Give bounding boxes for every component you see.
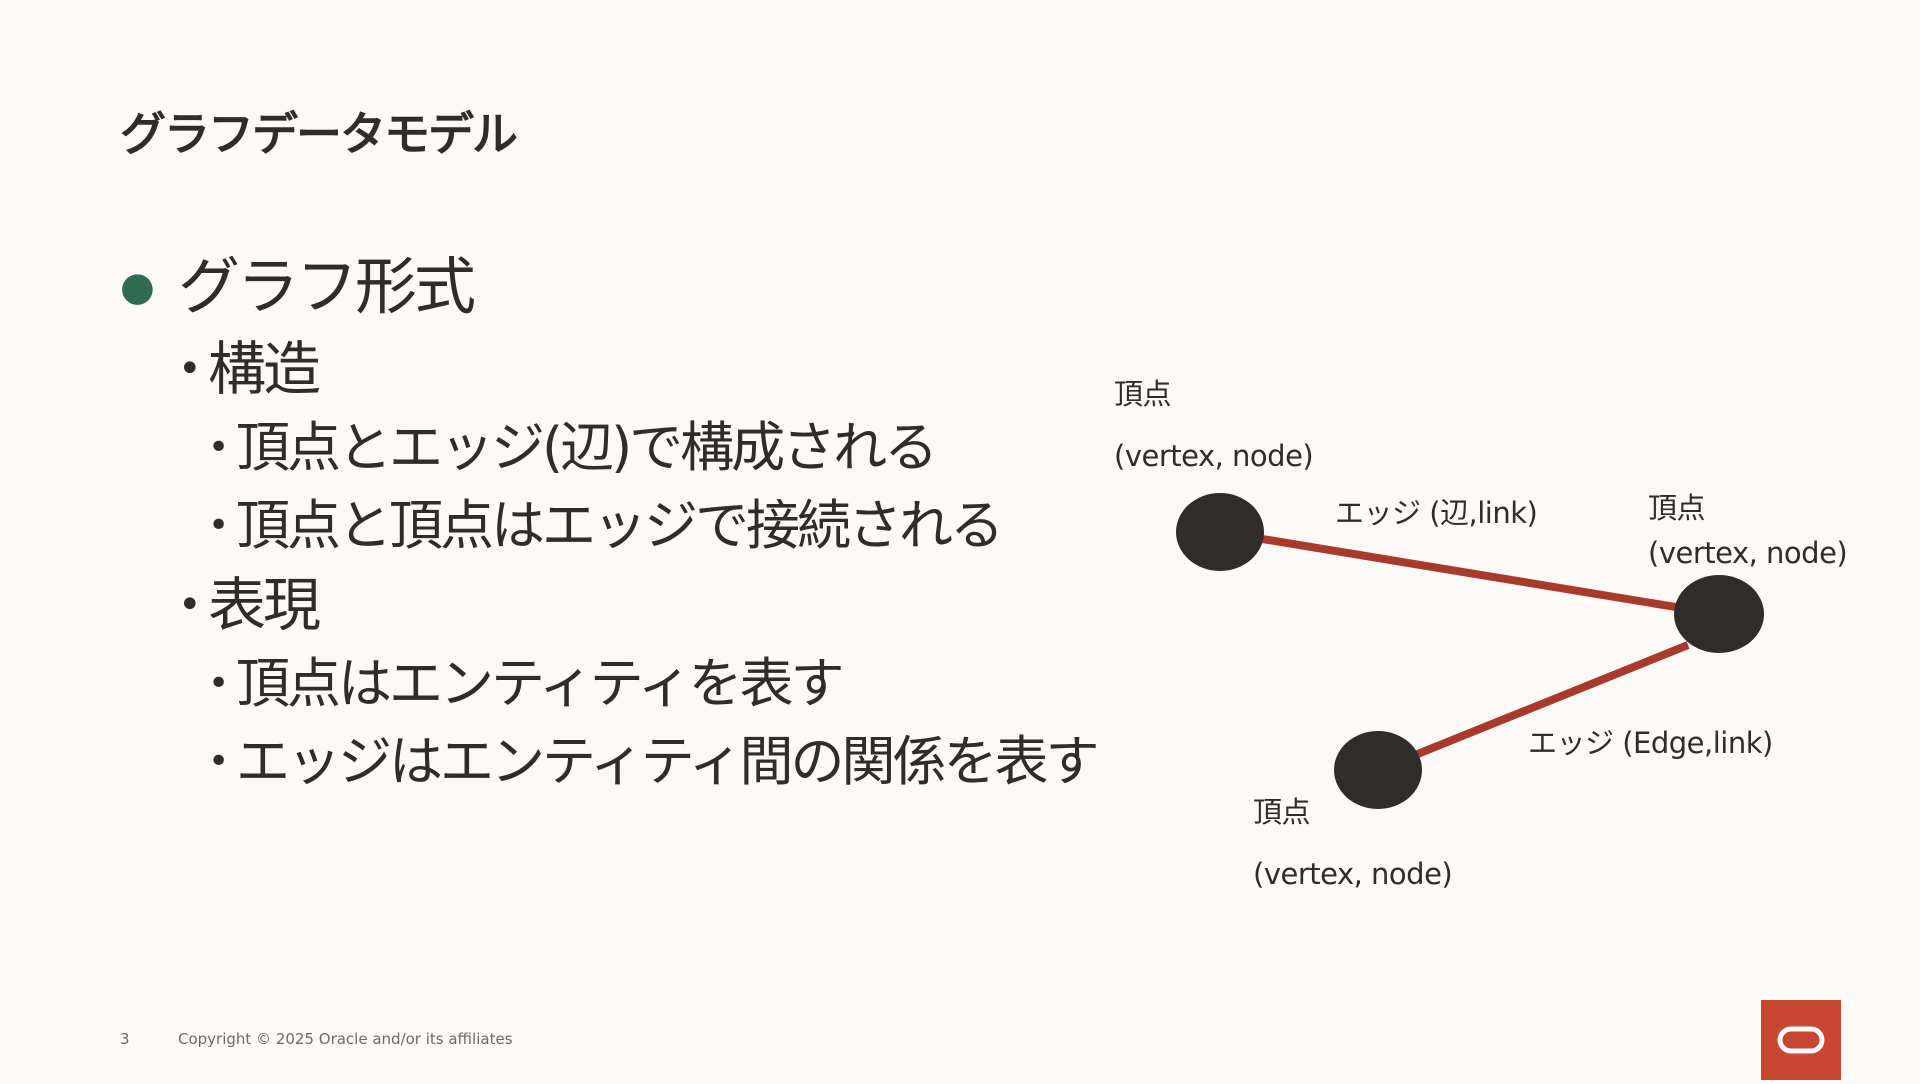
vertex-label-title: 頂点 xyxy=(1253,795,1311,829)
bullet-structure-item: 頂点と頂点はエッジで接続される xyxy=(236,494,1004,557)
vertex-label-1: 頂点 (vertex, node) xyxy=(1114,374,1314,476)
bullet-dot-icon: • xyxy=(208,663,229,704)
oracle-logo-icon xyxy=(1777,1026,1825,1054)
edge-line-2 xyxy=(1376,641,1690,774)
copyright-text: Copyright © 2025 Oracle and/or its affil… xyxy=(178,1030,513,1048)
bullet-dot-icon: • xyxy=(208,741,229,782)
bullet-representation-item: エッジはエンティティ間の関係を表す xyxy=(236,730,1100,793)
bullet-dot-icon: • xyxy=(178,582,202,628)
bullet-dot-icon: • xyxy=(208,427,229,468)
bullet-representation: 表現 xyxy=(208,571,321,639)
bullet-structure: 構造 xyxy=(208,335,321,403)
vertex-label-sub: (vertex, node) xyxy=(1114,439,1314,473)
slide-title: グラフデータモデル xyxy=(120,107,518,161)
bullet-dot-icon: ● xyxy=(120,264,155,310)
vertex-label-sub: (vertex, node) xyxy=(1648,536,1848,570)
vertex-label-2: 頂点 (vertex, node) xyxy=(1648,488,1848,573)
bullet-dot-icon: • xyxy=(208,505,229,546)
bullet-dot-icon: • xyxy=(178,346,202,392)
bullet-graph-format: グラフ形式 xyxy=(178,250,476,323)
edge-line-1 xyxy=(1219,528,1719,618)
vertex-label-3: 頂点 (vertex, node) xyxy=(1253,792,1453,894)
edge-label-1: エッジ (辺,link) xyxy=(1335,496,1538,530)
vertex-node-2 xyxy=(1674,575,1764,653)
oracle-logo xyxy=(1761,1000,1841,1080)
edge-label-2: エッジ (Edge,link) xyxy=(1528,726,1773,760)
bullet-structure-item: 頂点とエッジ(辺)で構成される xyxy=(236,416,938,479)
vertex-label-sub: (vertex, node) xyxy=(1253,857,1453,891)
vertex-node-1 xyxy=(1176,493,1264,571)
page-number: 3 xyxy=(120,1030,130,1048)
vertex-label-title: 頂点 xyxy=(1648,491,1706,525)
bullet-representation-item: 頂点はエンティティを表す xyxy=(236,652,845,715)
vertex-node-3 xyxy=(1334,731,1422,809)
vertex-label-title: 頂点 xyxy=(1114,377,1172,411)
